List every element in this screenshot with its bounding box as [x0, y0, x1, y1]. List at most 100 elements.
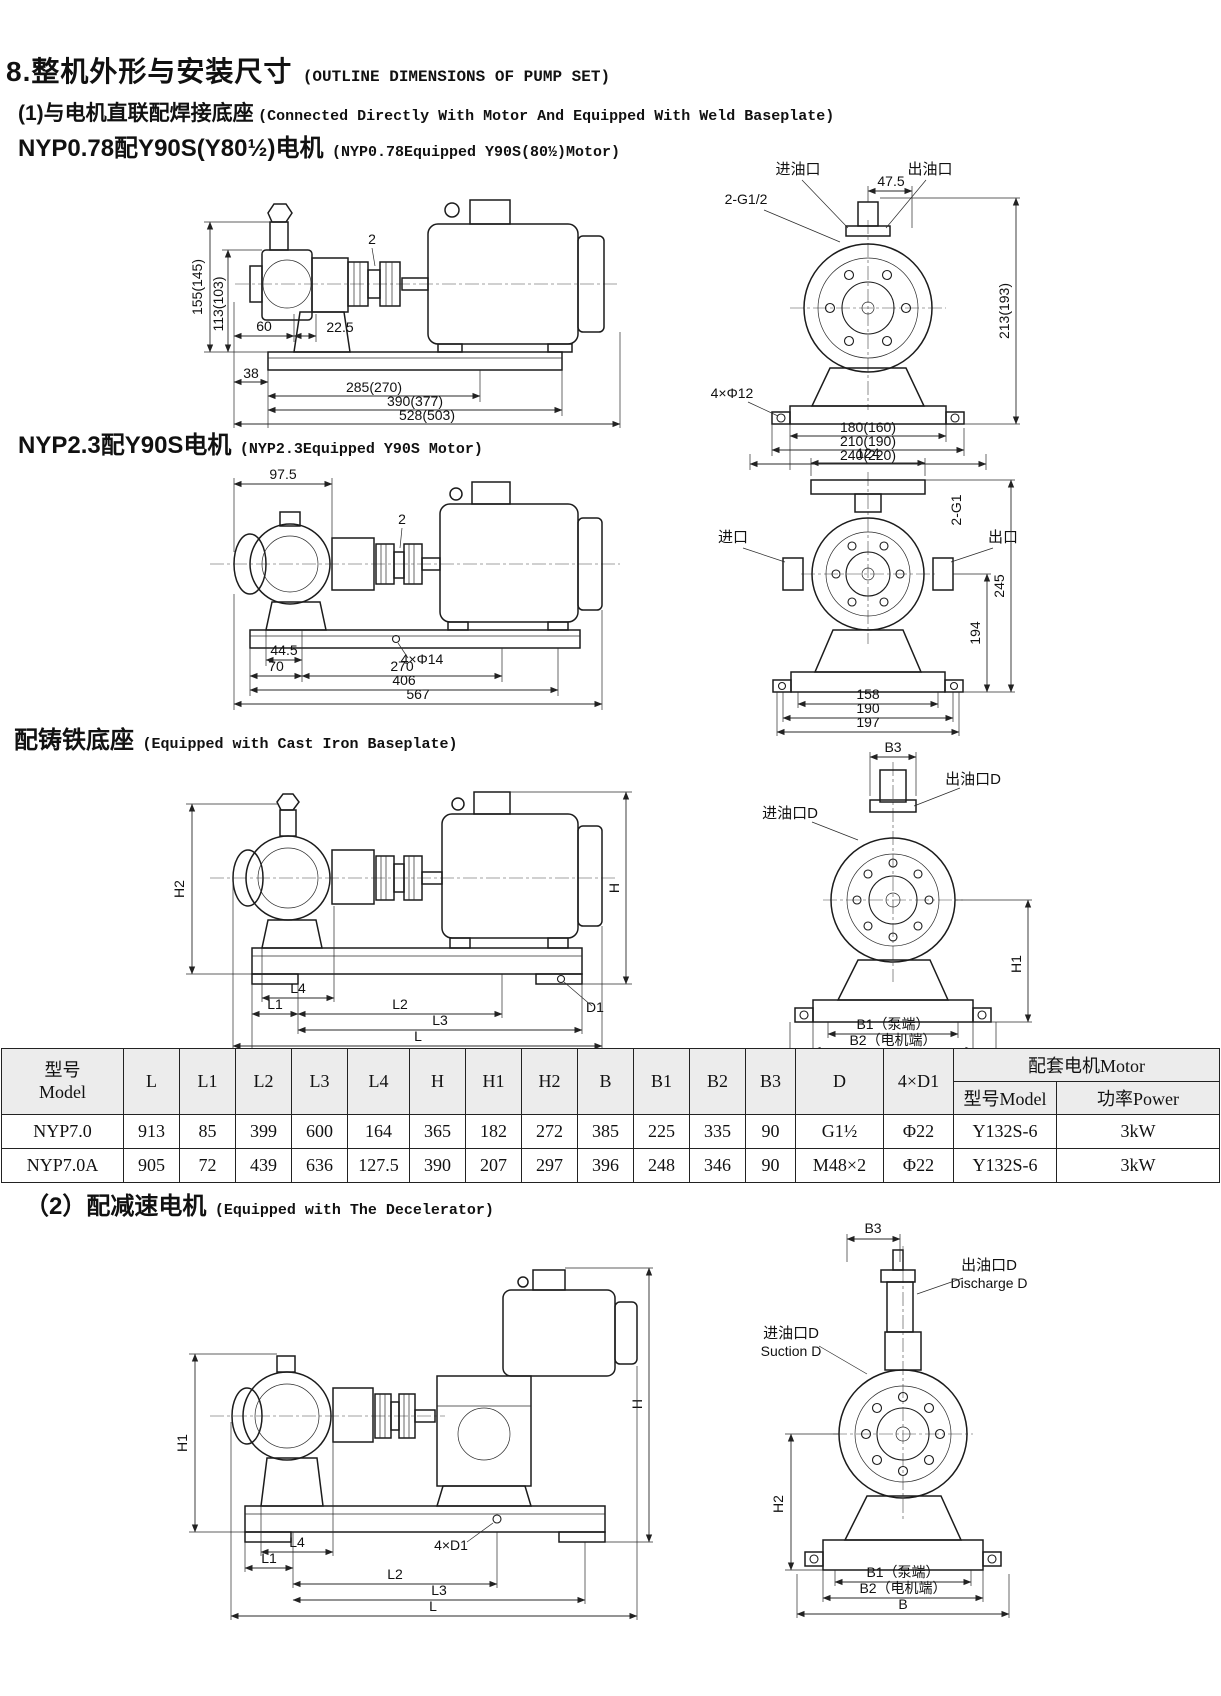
pump-assembly: [231, 1355, 374, 1507]
drawing-nyp23-front-view: 124 进口 出口 2-G1 194 245 158 190 197: [718, 445, 1018, 736]
cell-motor-model: Y132S-6: [953, 1114, 1057, 1149]
coupling: [347, 261, 401, 307]
col-header-H2: H2: [521, 1048, 578, 1115]
col-header-L3: L3: [291, 1048, 348, 1115]
dim-113: 113(103): [210, 276, 226, 331]
pump-face: [830, 837, 956, 963]
pump-assembly: [232, 793, 375, 949]
section1-heading-cn: (1)与电机直联配焊接底座: [18, 102, 254, 125]
dim-213: 213(193): [996, 283, 1012, 339]
section1a-heading: NYP0.78配Y90S(Y80½)电机 (NYP0.78Equipped Y9…: [18, 128, 620, 163]
page-title-en: (OUTLINE DIMENSIONS OF PUMP SET): [302, 68, 611, 86]
drawing-nyp23-side-view: 97.5 2 4×Φ14 44.5 70 270 406 567: [210, 466, 620, 710]
cast-iron-baseplate: [244, 1505, 606, 1543]
cell-model: NYP7.0: [1, 1114, 124, 1149]
dim-180: 180(160): [840, 419, 896, 435]
cast-iron-baseplate: [251, 947, 583, 985]
inlet-port-label: 进油口: [775, 161, 820, 178]
dim-2: 2: [398, 511, 406, 527]
cell-L3: 636: [291, 1148, 348, 1183]
dim-567: 567: [406, 686, 430, 702]
dim-l: L: [414, 1028, 422, 1044]
cell-L1: 85: [179, 1114, 236, 1149]
section2-heading-en: (NYP2.3Equipped Y90S Motor): [239, 441, 483, 458]
labels-and-dimensions: 进油口 出油口 2-G1/2 47.5 4×Φ12 213(193) 180(1…: [711, 161, 1020, 470]
table-header-row-1: 型号 Model L L1 L2 L3 L4 H H1 H2 B B1 B2 B…: [1, 1048, 1220, 1115]
col-header-L: L: [123, 1048, 180, 1115]
drawing-castiron-front-view: B3 出油口D 进油口D H1 B1（泵端） B2（电机端） B: [762, 739, 1032, 1070]
dim-l2: L2: [392, 996, 408, 1012]
cell-4xD1: Φ22: [883, 1148, 954, 1183]
cell-B3: 90: [745, 1114, 796, 1149]
cell-L1: 72: [179, 1148, 236, 1183]
dim-l1: L1: [261, 1550, 277, 1566]
col-header-D: D: [795, 1048, 884, 1115]
dim-528: 528(503): [399, 407, 455, 423]
pedestal-and-base: [771, 367, 965, 425]
col-header-4xD1: 4×D1: [883, 1048, 954, 1115]
page-title: 8.整机外形与安装尺寸 (OUTLINE DIMENSIONS OF PUMP …: [6, 50, 610, 90]
dim-406: 406: [392, 672, 416, 688]
col-header-B: B: [577, 1048, 634, 1115]
inlet-label: 进口: [718, 529, 748, 546]
dim-b2: B2（电机端）: [849, 1032, 936, 1048]
section1a-heading-en: (NYP0.78Equipped Y90S(80½)Motor): [331, 144, 620, 161]
gearbox-and-motor: [414, 1269, 638, 1507]
cell-4xD1: Φ22: [883, 1114, 954, 1149]
dimension-table: 型号 Model L L1 L2 L3 L4 H H1 H2 B B1 B2 B…: [1, 1048, 1220, 1183]
pedestal-and-base: [794, 959, 992, 1023]
labels-and-dimensions: 124 进口 出口 2-G1 194 245 158 190 197: [718, 445, 1018, 736]
pump-assembly: [233, 511, 375, 631]
centerlines: [801, 472, 935, 644]
outlet-label-en: Discharge D: [950, 1275, 1027, 1291]
weld-baseplate: [249, 629, 581, 649]
dim-l4: L4: [289, 1534, 305, 1550]
top-ports: [880, 1249, 922, 1371]
col-header-L4: L4: [347, 1048, 410, 1115]
col-header-H1: H1: [465, 1048, 522, 1115]
drawing-nyp078-front-view: 进油口 出油口 2-G1/2 47.5 4×Φ12 213(193) 180(1…: [711, 161, 1020, 470]
dim-b3: B3: [884, 739, 901, 755]
dim-240: 240(220): [840, 447, 896, 463]
motor-body: [421, 791, 603, 949]
cell-H: 365: [409, 1114, 466, 1149]
dim-158: 158: [856, 686, 880, 702]
dim-l3: L3: [431, 1582, 447, 1598]
inlet-label: 进油口D: [762, 805, 818, 822]
section2-heading: NYP2.3配Y90S电机 (NYP2.3Equipped Y90S Motor…: [18, 425, 483, 460]
section3-heading-en: (Equipped with Cast Iron Baseplate): [142, 736, 458, 753]
col-header-model-en: Model: [39, 1081, 86, 1102]
top-flange: [810, 479, 926, 513]
cell-H2: 297: [521, 1148, 578, 1183]
cell-B3: 90: [745, 1148, 796, 1183]
dim-194: 194: [967, 621, 983, 645]
pedestal-and-base: [772, 629, 964, 693]
cell-B2: 335: [689, 1114, 746, 1149]
cell-B1: 248: [633, 1148, 690, 1183]
dim-70: 70: [268, 658, 284, 674]
drawing-decelerator-side-view: H1 H 4×D1 L4 L1 L2 L3 L: [174, 1267, 653, 1620]
dim-h1: H1: [1008, 955, 1024, 973]
dim-47-5: 47.5: [877, 173, 904, 189]
dim-l3: L3: [432, 1012, 448, 1028]
dim-197: 197: [856, 714, 880, 730]
drawing-decelerator-front-view: B3 出油口D Discharge D 进油口D Suction D H2 B1…: [761, 1220, 1028, 1618]
cell-H: 390: [409, 1148, 466, 1183]
col-header-H: H: [409, 1048, 466, 1115]
dim-38: 38: [243, 365, 259, 381]
dim-l1: L1: [267, 996, 283, 1012]
dim-b2: B2（电机端）: [859, 1580, 946, 1596]
cell-B1: 225: [633, 1114, 690, 1149]
dimension-lines: H1 H 4×D1 L4 L1 L2 L3 L: [174, 1267, 653, 1620]
dim-l2: L2: [387, 1566, 403, 1582]
cell-B: 396: [577, 1148, 634, 1183]
section1a-heading-cn: NYP0.78配Y90S(Y80½)电机: [18, 135, 324, 162]
cell-D: M48×2: [795, 1148, 884, 1183]
foot-holes-label: 4×Φ12: [711, 385, 754, 401]
dim-285: 285(270): [346, 379, 402, 395]
col-header-motor-group: 配套电机Motor: [953, 1048, 1220, 1082]
dim-h1: H1: [174, 1434, 190, 1452]
thread-label: 2-G1: [948, 494, 964, 525]
cell-motor-model: Y132S-6: [953, 1148, 1057, 1183]
